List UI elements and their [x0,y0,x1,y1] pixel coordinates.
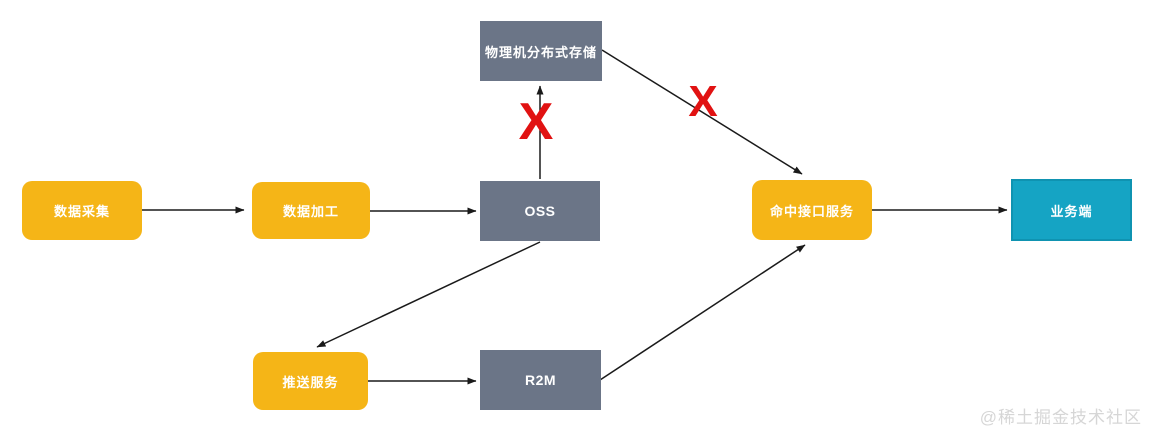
node-hit-api-service-label: 命中接口服务 [769,203,854,219]
node-physical-storage: 物理机分布式存储 [480,21,602,81]
node-business-side-label: 业务端 [1050,203,1093,219]
node-r2m-label: R2M [524,372,557,388]
edge-r2m-to-hit-api-service [599,244,806,381]
node-hit-api-service: 命中接口服务 [752,180,872,240]
node-data-collection: 数据采集 [22,181,142,240]
node-data-collection-label: 数据采集 [53,204,110,219]
edge-oss-to-push-service [316,241,541,348]
node-oss-label: OSS [524,203,556,219]
node-physical-storage-label: 物理机分布式存储 [484,44,597,60]
node-data-processing: 数据加工 [252,182,370,239]
node-push-service-label: 推送服务 [282,374,339,390]
blocked-x-icon-storage-to-hit-service: X [688,77,718,126]
node-business-side: 业务端 [1011,179,1132,241]
node-r2m: R2M [480,350,601,410]
watermark: @稀土掘金技术社区 [979,408,1142,427]
node-data-processing-label: 数据加工 [282,204,339,219]
node-oss: OSS [480,181,600,241]
node-push-service: 推送服务 [253,352,368,410]
blocked-x-icon-oss-to-storage: X [518,93,554,151]
